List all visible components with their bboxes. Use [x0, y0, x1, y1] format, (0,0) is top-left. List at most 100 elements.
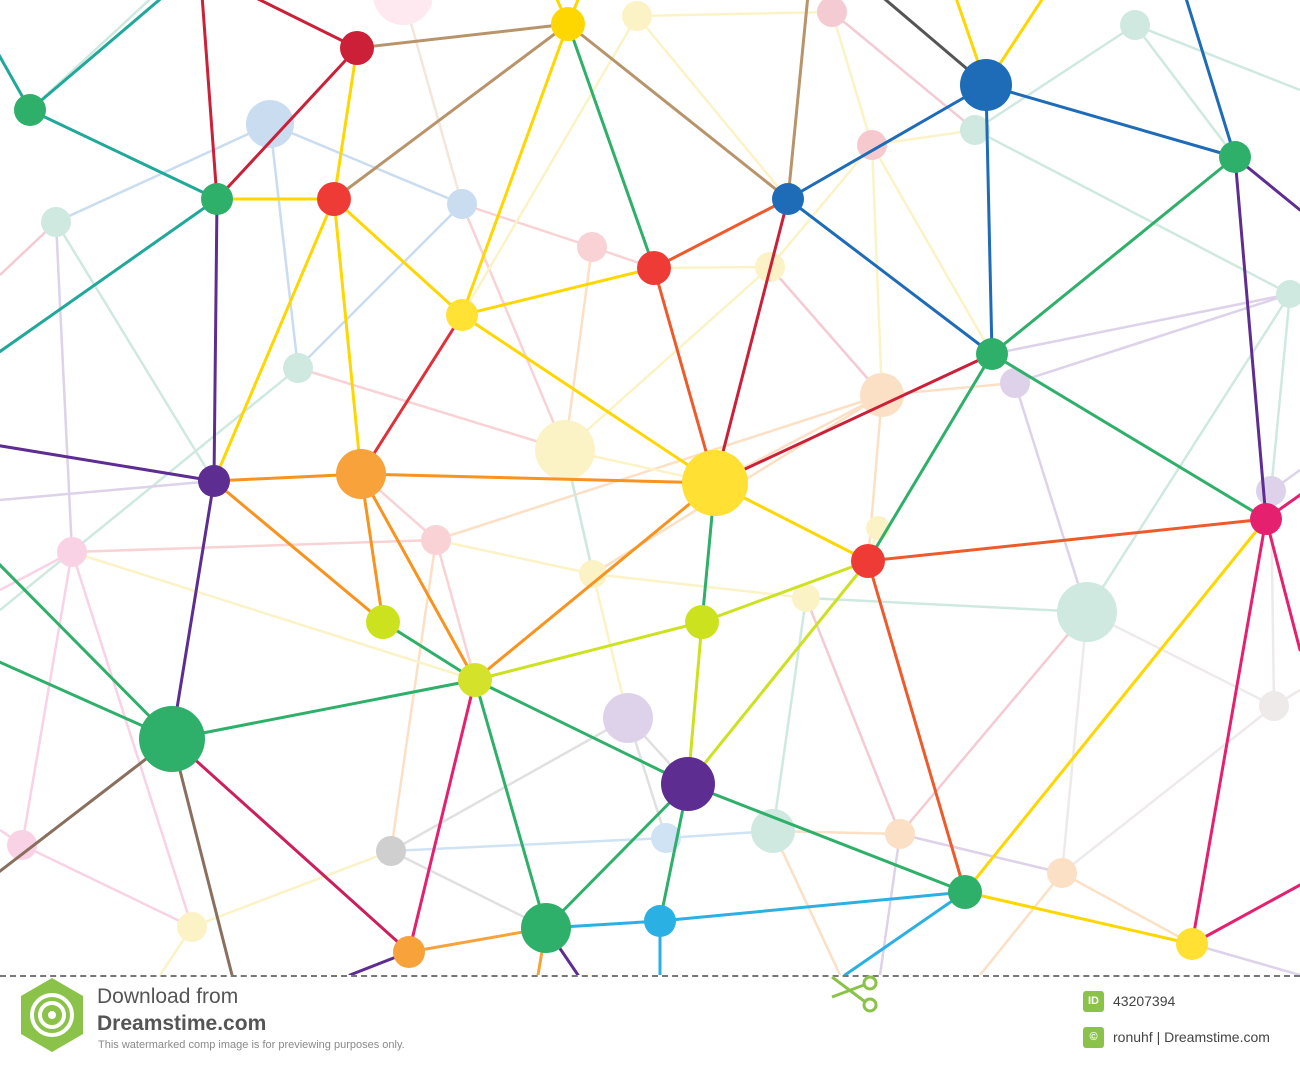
network-edge — [332, 197, 363, 476]
faint-edge — [830, 11, 874, 146]
network-node — [976, 338, 1008, 370]
network-edge — [359, 472, 717, 485]
network-edge — [0, 737, 174, 874]
scissors-icon — [831, 975, 878, 1013]
network-edge — [786, 83, 988, 201]
faint-edge — [297, 366, 566, 452]
faint-edge — [878, 833, 902, 975]
network-edge — [407, 678, 477, 954]
network-node — [1176, 928, 1208, 960]
faint-edge — [70, 551, 194, 928]
network-edge — [786, 0, 810, 201]
network-node — [393, 936, 425, 968]
faint-node — [817, 0, 847, 27]
faint-node — [1000, 368, 1030, 398]
network-node — [446, 299, 478, 331]
faint-edge — [870, 144, 884, 396]
faint-edge — [1061, 705, 1275, 874]
faint-edge — [563, 246, 594, 451]
network-edge — [686, 782, 967, 894]
network-edge — [1190, 883, 1300, 946]
faint-edge — [592, 572, 807, 600]
network-edge — [963, 517, 1268, 894]
network-edge — [786, 197, 994, 356]
faint-node — [651, 823, 681, 853]
network-node — [948, 875, 982, 909]
faint-edge — [636, 10, 833, 18]
network-node — [198, 465, 230, 497]
network-edge — [170, 737, 234, 975]
faint-node — [7, 830, 37, 860]
faint-edge — [1086, 610, 1275, 708]
faint-node — [1057, 582, 1117, 642]
faint-node — [1120, 10, 1150, 40]
faint-edge — [434, 539, 477, 681]
faint-edge — [974, 128, 1291, 296]
network-edge — [215, 46, 359, 201]
network-edge — [1184, 0, 1237, 159]
faint-edge — [1061, 871, 1193, 946]
faint-edge — [0, 479, 215, 502]
faint-edge — [390, 849, 547, 930]
network-edge — [381, 620, 477, 682]
faint-edge — [0, 367, 299, 611]
faint-node — [579, 560, 607, 588]
network-edge — [866, 517, 1268, 563]
site-name-text: Dreamstime.com — [97, 1012, 267, 1035]
credit-text: ronuhf | Dreamstime.com — [1113, 1029, 1270, 1045]
faint-edge — [71, 550, 476, 682]
copyright-badge-icon: © — [1083, 1027, 1104, 1048]
faint-node — [535, 420, 595, 480]
network-edge — [984, 83, 1237, 159]
network-node — [551, 7, 585, 41]
network-nodes — [14, 0, 1282, 968]
network-edge — [566, 22, 790, 201]
faint-node — [246, 100, 294, 148]
network-edge — [866, 559, 967, 894]
network-edge — [1190, 517, 1268, 946]
faint-node — [577, 232, 607, 262]
faint-edge — [435, 393, 883, 542]
network-edge — [990, 352, 1268, 521]
faint-node — [1256, 476, 1286, 506]
faint-node — [960, 115, 990, 145]
faint-node — [1259, 691, 1289, 721]
network-edge — [212, 479, 385, 624]
network-edge — [843, 890, 967, 975]
network-node — [637, 251, 671, 285]
network-edge — [0, 444, 216, 483]
faint-edge — [899, 832, 1063, 875]
faint-edge — [20, 551, 74, 846]
faint-edge — [1085, 293, 1292, 613]
download-from-text: Download from — [97, 985, 239, 1008]
faint-edge — [974, 23, 1136, 132]
network-edge — [652, 266, 717, 485]
faint-edge — [1191, 942, 1300, 975]
network-edge — [544, 782, 690, 930]
network-edge — [713, 352, 994, 485]
network-edge — [963, 890, 1194, 946]
network-edge — [332, 197, 464, 317]
faint-node — [376, 836, 406, 866]
faint-edge — [881, 381, 1016, 397]
faint-node — [283, 353, 313, 383]
dashed-cut-line — [0, 975, 1300, 977]
faint-node — [603, 693, 653, 743]
faint-edge — [769, 266, 883, 396]
faint-edge — [21, 843, 193, 929]
faint-edge — [191, 849, 392, 929]
faint-edge — [268, 123, 300, 369]
network-edge — [359, 313, 464, 476]
network-node — [458, 663, 492, 697]
network-edge — [355, 22, 570, 50]
network-edge — [473, 678, 548, 930]
faint-edge — [1269, 293, 1292, 492]
network-edge — [256, 0, 359, 50]
faint-edge — [653, 265, 771, 270]
network-edge — [473, 620, 704, 682]
faint-edge — [871, 128, 976, 147]
network-edge — [212, 197, 336, 483]
faint-edge — [1060, 611, 1089, 874]
faint-edge — [403, 0, 464, 205]
network-edge — [700, 559, 870, 624]
